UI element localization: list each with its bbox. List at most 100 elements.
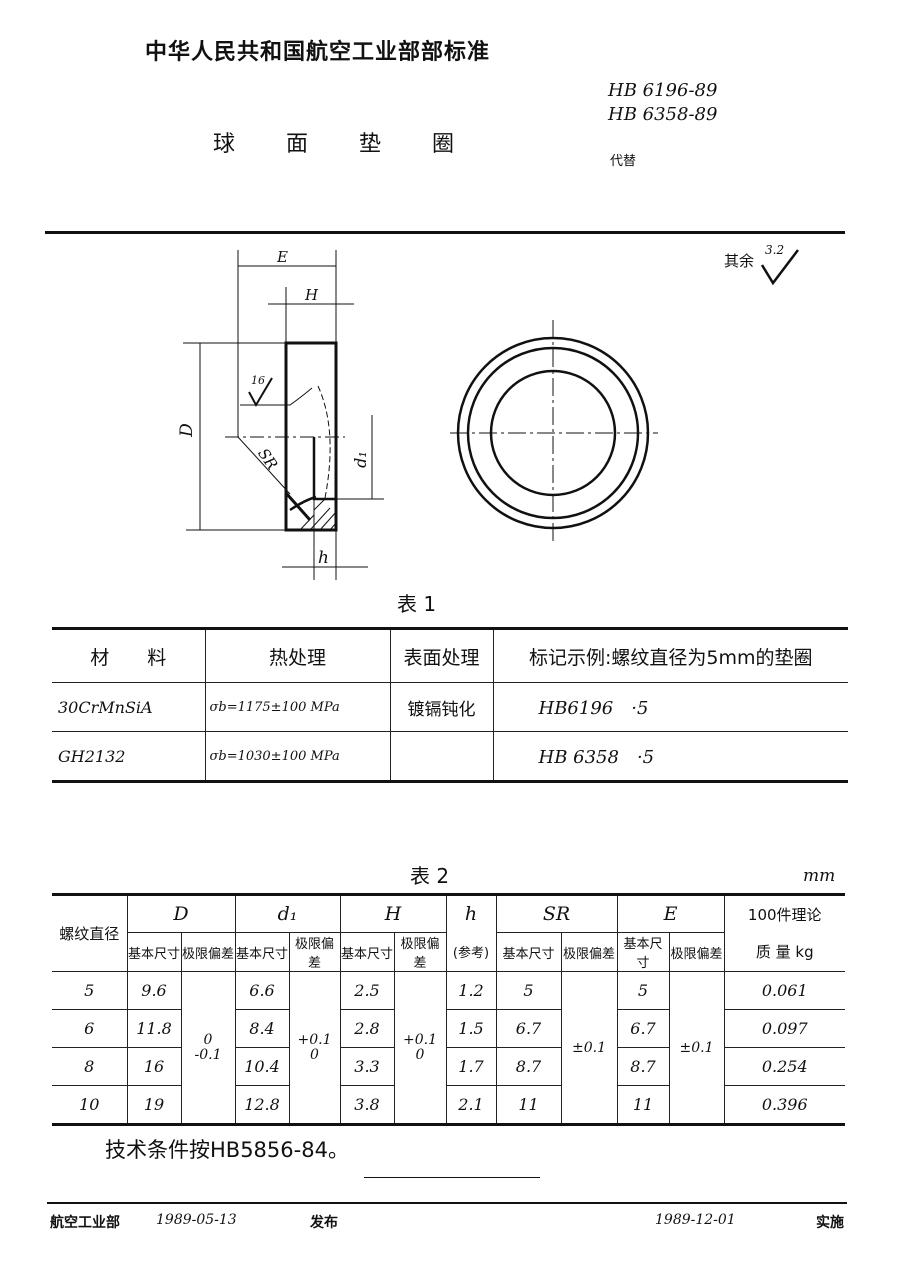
table1-header-material: 材 料 [52, 628, 206, 683]
table2-cell-d: 19 [126, 1085, 182, 1125]
roughness-other-value: 3.2 [765, 243, 785, 257]
table2-header-d: D [126, 894, 236, 933]
table2-cell-sr: 11 [495, 1085, 562, 1125]
table1-cell: σb=1030±100 MPa [204, 731, 391, 782]
standard-number-2: HB 6358-89 [608, 104, 718, 125]
table2-header-h: h [445, 894, 497, 933]
table2-cell-mass: 0.396 [723, 1085, 845, 1125]
technical-conditions-note: 技术条件按HB5856-84。 [105, 1138, 349, 1162]
replaces-label: 代替 [610, 154, 637, 169]
table2-subheader-basic: 基本尺寸 [339, 932, 395, 972]
table2-cell-d: 11.8 [126, 1009, 182, 1048]
table2-cell-d: 16 [126, 1047, 182, 1086]
table1-cell: 镀镉钝化 [389, 682, 494, 732]
table2-subheader-basic: 基本尺寸 [495, 932, 562, 972]
table2-header-sr: SR [495, 894, 618, 933]
footer-issuer: 航空工业部 [50, 1215, 120, 1231]
table2-header-h-upper: H [339, 894, 447, 933]
table1-cell: 30CrMnSiA [52, 682, 206, 732]
table-row: 10 19 12.8 3.8 2.1 11 11 0.396 [52, 1085, 845, 1125]
table2-cell-d: 9.6 [126, 971, 182, 1010]
table2-subheader-h-ref: (参考) [445, 932, 497, 972]
table2-header-mass-line2: 质 量 kg [723, 932, 845, 972]
table2-header-d1: d₁ [234, 894, 341, 933]
footer-effective-label: 实施 [816, 1215, 844, 1231]
table2-cell-thread: 6 [52, 1009, 128, 1048]
table2-caption: 表 2 [410, 864, 450, 888]
dim-label-h-lower: h [318, 548, 329, 568]
table1-cell: HB 6358 ·5 [492, 731, 848, 782]
table2-unit: mm [803, 866, 836, 886]
washer-drawing-svg [183, 249, 799, 580]
table-row: 30CrMnSiA σb=1175±100 MPa 镀镉钝化 HB6196 ·5 [52, 682, 848, 732]
tolerance-upper: 0 [203, 1031, 213, 1048]
table2-cell-e-tolerance: ±0.1 [668, 971, 725, 1125]
table2-cell-h-upper: 3.3 [339, 1047, 395, 1086]
table2-cell-d1-tolerance: +0.1 0 [288, 971, 341, 1125]
dim-label-d: D [176, 423, 197, 437]
table2-cell-sr-tolerance: ±0.1 [560, 971, 618, 1125]
table2-subheader-tolerance: 极限偏差 [560, 932, 618, 972]
table2-cell-h: 1.5 [445, 1009, 497, 1048]
table1-caption: 表 1 [397, 592, 437, 616]
table2-cell-e: 6.7 [616, 1009, 670, 1048]
standard-number-1: HB 6196-89 [608, 80, 718, 101]
table2-cell-h: 1.2 [445, 971, 497, 1010]
table2-cell-sr: 6.7 [495, 1009, 562, 1048]
note-end-rule [364, 1177, 540, 1178]
table2-cell-d1: 8.4 [234, 1009, 290, 1048]
table2-cell-e: 11 [616, 1085, 670, 1125]
table-row: GH2132 σb=1030±100 MPa HB 6358 ·5 [52, 731, 848, 782]
table-row: 6 11.8 8.4 2.8 1.5 6.7 6.7 0.097 [52, 1009, 845, 1048]
table2-cell-d1: 12.8 [234, 1085, 290, 1125]
table2-cell-h-upper: 2.8 [339, 1009, 395, 1048]
table2-subheader-tolerance: 极限偏差 [180, 932, 236, 972]
table2-header-row-1: 螺纹直径 D d₁ H h SR E 100件理论 [52, 894, 845, 972]
dim-label-h-upper: H [305, 286, 319, 304]
footer-issue-date: 1989-05-13 [156, 1212, 237, 1228]
table2-header-e: E [616, 894, 725, 933]
doc-title: 球 面 垫 圈 [213, 132, 476, 157]
table1-header-surface-treatment: 表面处理 [389, 628, 494, 683]
table2-cell-e: 8.7 [616, 1047, 670, 1086]
table-row: 8 16 10.4 3.3 1.7 8.7 8.7 0.254 [52, 1047, 845, 1086]
table2-cell-thread: 10 [52, 1085, 128, 1125]
tolerance-upper: +0.1 [403, 1031, 437, 1048]
tolerance-upper: +0.1 [297, 1031, 332, 1048]
table1-cell: GH2132 [52, 731, 206, 782]
table2-cell-d1: 6.6 [234, 971, 290, 1010]
table2-cell-mass: 0.097 [723, 1009, 845, 1048]
table2-subheader-basic: 基本尺寸 [234, 932, 290, 972]
tolerance-lower: 0 [415, 1046, 425, 1063]
table2-cell-d-tolerance: 0 -0.1 [180, 971, 236, 1125]
local-roughness-value: 16 [251, 374, 265, 387]
table2-cell-sr: 8.7 [495, 1047, 562, 1086]
footer-rule [47, 1202, 847, 1204]
table2-cell-h-upper: 2.5 [339, 971, 395, 1010]
table2-header-mass-line1: 100件理论 [723, 894, 845, 933]
table2-subheader-basic: 基本尺寸 [127, 932, 182, 972]
table2-subheader-tolerance: 极限偏差 [288, 932, 341, 972]
table1-header-row: 材 料 热处理 表面处理 标记示例:螺纹直径为5mm的垫圈 [52, 628, 848, 683]
table2-subheader-tolerance: 极限偏差 [393, 932, 447, 972]
header-rule [45, 231, 845, 234]
roughness-other-label: 其余 [724, 252, 755, 270]
table2-cell-d1: 10.4 [234, 1047, 290, 1086]
table1-cell: HB6196 ·5 [492, 682, 848, 732]
footer-effective-date: 1989-12-01 [655, 1212, 736, 1228]
table1-header-marking-example: 标记示例:螺纹直径为5mm的垫圈 [492, 628, 848, 683]
table2-cell-h-tolerance: +0.1 0 [393, 971, 447, 1125]
table2-cell-thread: 5 [52, 971, 128, 1010]
table1-materials: 材 料 热处理 表面处理 标记示例:螺纹直径为5mm的垫圈 30CrMnSiA … [52, 627, 848, 783]
table-row: 5 9.6 0 -0.1 6.6 +0.1 0 2.5 +0.1 0 1.2 5… [52, 971, 845, 1125]
footer-issue-label: 发布 [310, 1215, 338, 1231]
table2-cell-e: 5 [616, 971, 670, 1010]
dim-label-e: E [277, 248, 288, 266]
table2-cell-h: 2.1 [445, 1085, 497, 1125]
table2-cell-mass: 0.061 [723, 971, 845, 1010]
table2-subheader-basic: 基本尺寸 [616, 932, 670, 972]
table2-cell-mass: 0.254 [723, 1047, 845, 1086]
table1-cell [389, 731, 494, 782]
tolerance-lower: 0 [310, 1046, 319, 1063]
table2-header-thread-dia: 螺纹直径 [52, 894, 128, 972]
